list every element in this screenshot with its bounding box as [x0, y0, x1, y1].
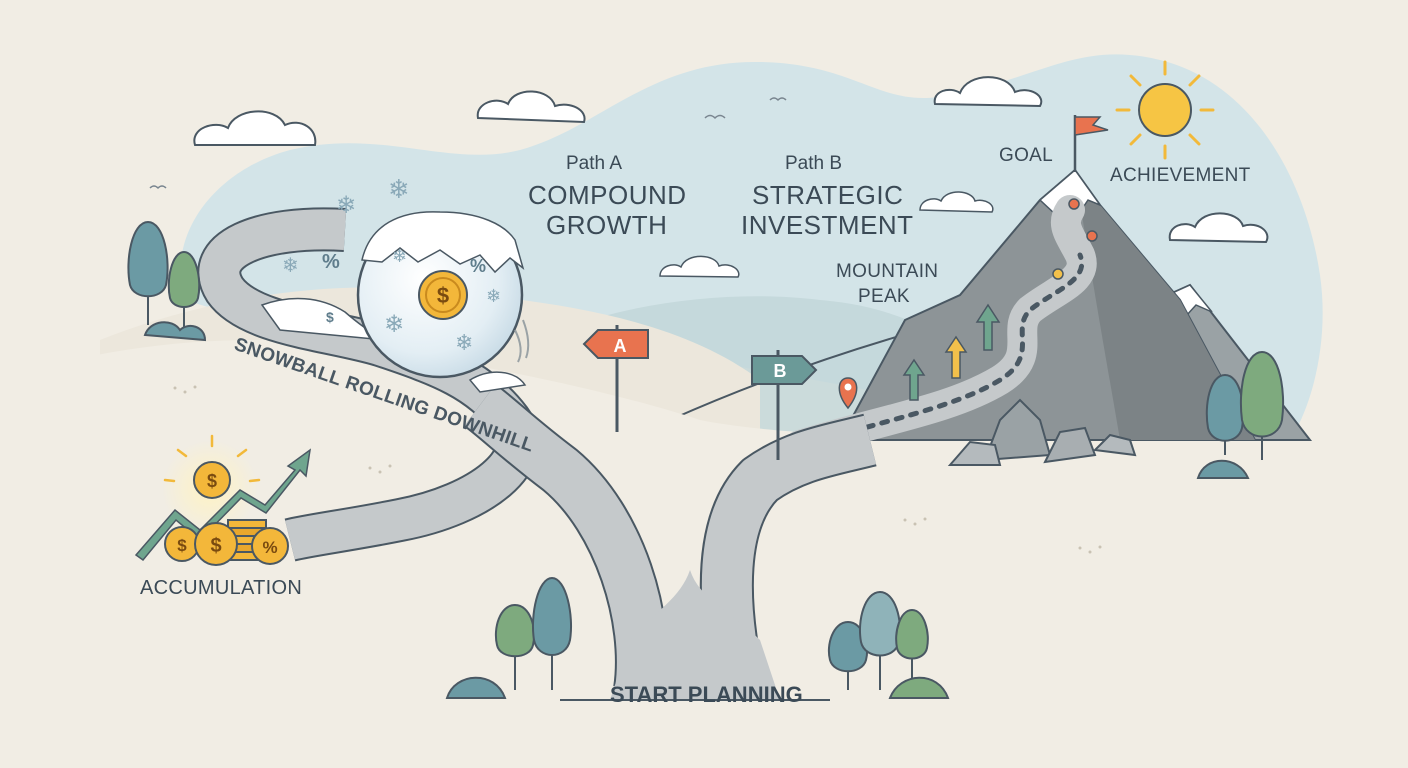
path-b-name-line2: INVESTMENT [741, 210, 914, 240]
snowflake-icon: ❄ [282, 253, 299, 277]
dollar-coin-icon: $ [164, 526, 200, 562]
map-pin-icon [838, 377, 858, 410]
cloud-icon [1168, 212, 1269, 244]
mountain-peak-label-line1: MOUNTAIN [836, 261, 939, 282]
accumulation-label: ACCUMULATION [140, 577, 303, 599]
path-a-name-line1: COMPOUND [528, 180, 687, 210]
start-planning-label: START PLANNING [610, 682, 803, 707]
cloud-icon [476, 90, 586, 124]
percent-coin-icon: % [251, 527, 289, 565]
road-base [610, 570, 780, 700]
trail-footprints [807, 252, 1085, 448]
cloud-icon [933, 76, 1043, 108]
svg-text:A: A [614, 336, 627, 356]
cloud-icon [193, 110, 317, 146]
path-a-title: Path A [566, 153, 622, 174]
dollar-coin-icon: $ [194, 522, 238, 566]
tree-icon [445, 576, 572, 699]
snowflake-icon: ❄ [486, 286, 501, 307]
snowflake-icon: ❄ [455, 331, 473, 356]
svg-text:$: $ [177, 536, 187, 555]
sign-path-a: A [582, 325, 649, 432]
svg-text:$: $ [207, 471, 217, 491]
sun-icon [1115, 60, 1215, 160]
svg-text:$: $ [210, 535, 221, 557]
dollar-symbol: $ [326, 309, 334, 325]
rocks [947, 398, 1137, 466]
tree-icon [1196, 350, 1285, 479]
svg-text:%: % [262, 538, 277, 557]
dollar-coin-icon: $ [193, 461, 231, 499]
cloud-icon [659, 255, 740, 278]
dollar-coin-icon: $ [418, 270, 468, 320]
goal-label: GOAL [999, 145, 1053, 166]
bird [769, 97, 787, 102]
snowflake-icon: ❄ [384, 310, 404, 338]
up-arrow-icon [902, 358, 926, 401]
svg-text:$: $ [437, 283, 449, 308]
bird [149, 185, 167, 190]
ground-texture [173, 385, 1102, 554]
bird [704, 114, 726, 120]
path-b-name-line1: STRATEGIC [752, 180, 904, 210]
snowflake-icon: ❄ [388, 175, 410, 205]
snow-drift [468, 371, 527, 393]
map-pin-icon [1052, 198, 1098, 280]
flag-icon [1073, 115, 1109, 172]
snowflake-icon: ❄ [336, 191, 356, 219]
path-b-title: Path B [785, 153, 843, 174]
percent-symbol: % [322, 251, 340, 273]
mountain-shadow [1075, 170, 1255, 440]
up-arrow-icon [944, 335, 968, 379]
tree-icon [127, 220, 207, 342]
tree-icon [828, 590, 950, 699]
percent-symbol: % [470, 256, 486, 276]
accumulation-graphic: $ $ $ % [134, 434, 312, 566]
up-arrow-icon [975, 303, 1001, 351]
sign-path-b: B [751, 350, 818, 460]
cloud-icon [919, 191, 994, 213]
achievement-label: ACHIEVEMENT [1110, 165, 1251, 186]
svg-text:B: B [774, 361, 787, 381]
snowflake-icon: ❄ [392, 246, 407, 267]
path-a-name-line2: GROWTH [546, 210, 668, 240]
mountain-peak-label-line2: PEAK [858, 286, 910, 307]
